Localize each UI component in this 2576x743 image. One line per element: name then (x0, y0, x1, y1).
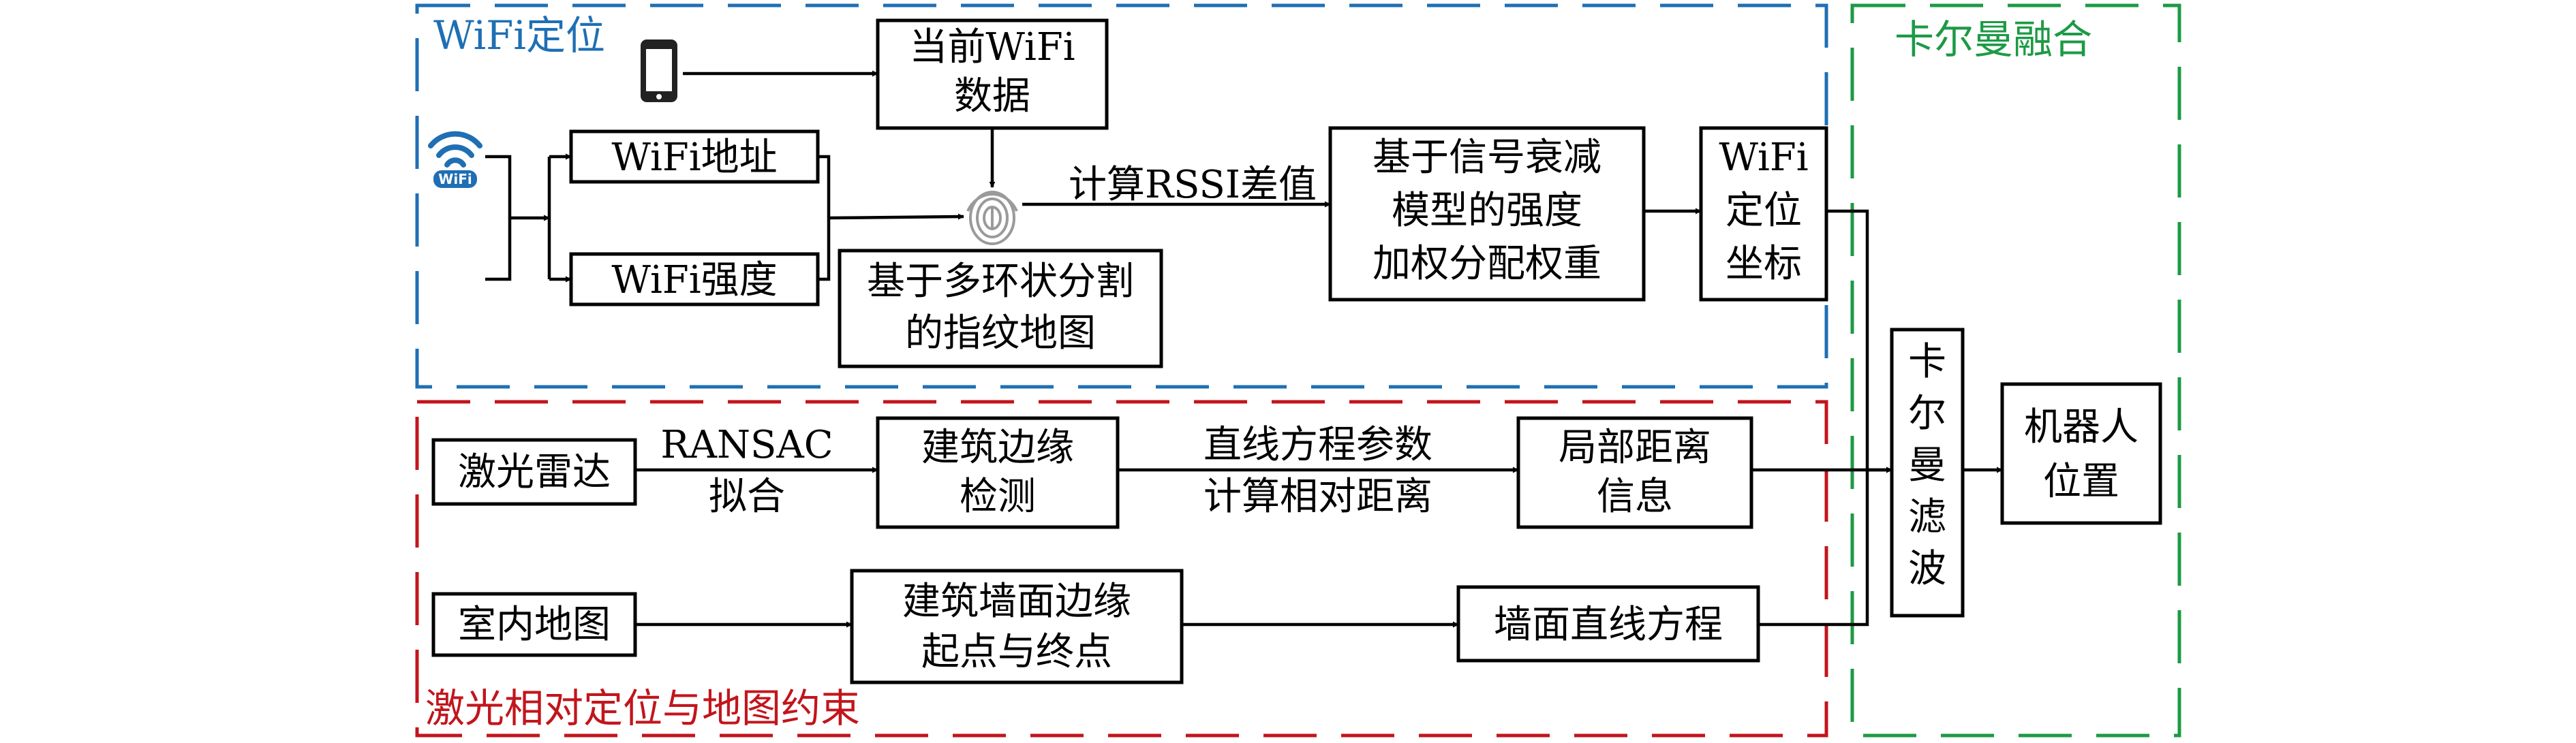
node-fingerprint-map: 基于多环状分割 的指纹地图 (838, 249, 1163, 368)
node-wifi-coord-line-1: WiFi (1719, 136, 1808, 180)
node-local-distance-line-1: 局部距离 (1559, 426, 1711, 470)
node-indoor-map: 室内地图 (431, 592, 637, 657)
node-wifi-strength-label: WiFi强度 (611, 258, 777, 302)
node-wifi-address-label: WiFi地址 (611, 136, 777, 180)
edge-label-line-eq-2: 计算相对距离 (1203, 475, 1432, 519)
node-signal-model-line-3: 加权分配权重 (1373, 242, 1601, 286)
node-signal-model: 基于信号衰减 模型的强度 加权分配权重 (1328, 126, 1646, 302)
node-indoor-map-label: 室内地图 (458, 603, 611, 647)
node-robot-position-line-1: 机器人 (2024, 405, 2138, 449)
node-wall-line: 墙面直线方程 (1456, 585, 1760, 663)
node-kalman-filter-char-4: 滤 (1908, 495, 1946, 539)
node-robot-position-line-2: 位置 (2043, 460, 2119, 504)
node-kalman-filter-char-3: 曼 (1908, 443, 1946, 488)
wifi-badge-text: WiFi (438, 171, 472, 187)
edge-label-ransac-line-2: 拟合 (709, 475, 785, 519)
node-current-wifi-line-1: 当前WiFi (909, 25, 1075, 69)
node-robot-position: 机器人 位置 (2000, 382, 2162, 525)
node-wifi-coord-line-3: 坐标 (1726, 242, 1802, 286)
laser-region-boundary (415, 400, 1828, 738)
edge-label-rssi: 计算RSSI差值 (1069, 163, 1317, 207)
node-kalman-filter-char-5: 波 (1908, 547, 1946, 591)
node-building-edge-line-1: 建筑边缘 (921, 426, 1074, 470)
node-kalman-filter: 卡 尔 曼 滤 波 (1890, 328, 1965, 618)
node-building-edge-line-2: 检测 (960, 475, 1036, 519)
node-kalman-filter-char-2: 尔 (1908, 392, 1946, 436)
node-wall-edge-line-1: 建筑墙面边缘 (902, 580, 1131, 624)
kalman-region-boundary (1850, 3, 2181, 738)
wifi-region-label: WiFi定位 (433, 12, 605, 59)
node-fingerprint-map-line-1: 基于多环状分割 (867, 259, 1134, 304)
node-current-wifi-line-2: 数据 (954, 74, 1030, 118)
node-wall-line-label: 墙面直线方程 (1494, 603, 1723, 647)
node-lidar: 激光雷达 (431, 438, 637, 506)
wifi-signal-icon: WiFi (428, 131, 482, 188)
node-building-edge: 建筑边缘 检测 (876, 416, 1120, 529)
node-wall-edge-line-2: 起点与终点 (921, 630, 1112, 674)
smartphone-icon (641, 39, 677, 102)
node-signal-model-line-1: 基于信号衰减 (1373, 136, 1601, 180)
node-wifi-address: WiFi地址 (569, 129, 820, 184)
edge-label-ransac-line-1: RANSAC (660, 423, 833, 467)
node-signal-model-line-2: 模型的强度 (1392, 189, 1582, 233)
node-wall-edge: 建筑墙面边缘 起点与终点 (850, 569, 1184, 684)
node-local-distance-line-2: 信息 (1597, 475, 1673, 519)
node-wifi-strength: WiFi强度 (569, 252, 820, 306)
laser-region-label: 激光相对定位与地图约束 (425, 685, 860, 731)
node-lidar-label: 激光雷达 (458, 450, 611, 494)
node-local-distance: 局部距离 信息 (1516, 416, 1753, 529)
node-current-wifi: 当前WiFi 数据 (876, 18, 1109, 130)
node-wifi-coord: WiFi 定位 坐标 (1699, 126, 1828, 302)
node-fingerprint-map-line-2: 的指纹地图 (905, 311, 1096, 355)
connectors (485, 70, 2003, 628)
kalman-region-label: 卡尔曼融合 (1895, 16, 2092, 63)
node-kalman-filter-char-1: 卡 (1908, 340, 1946, 384)
edge-label-line-eq-1: 直线方程参数 (1203, 423, 1432, 467)
fingerprint-icon (966, 191, 1018, 245)
node-wifi-coord-line-2: 定位 (1726, 189, 1802, 233)
